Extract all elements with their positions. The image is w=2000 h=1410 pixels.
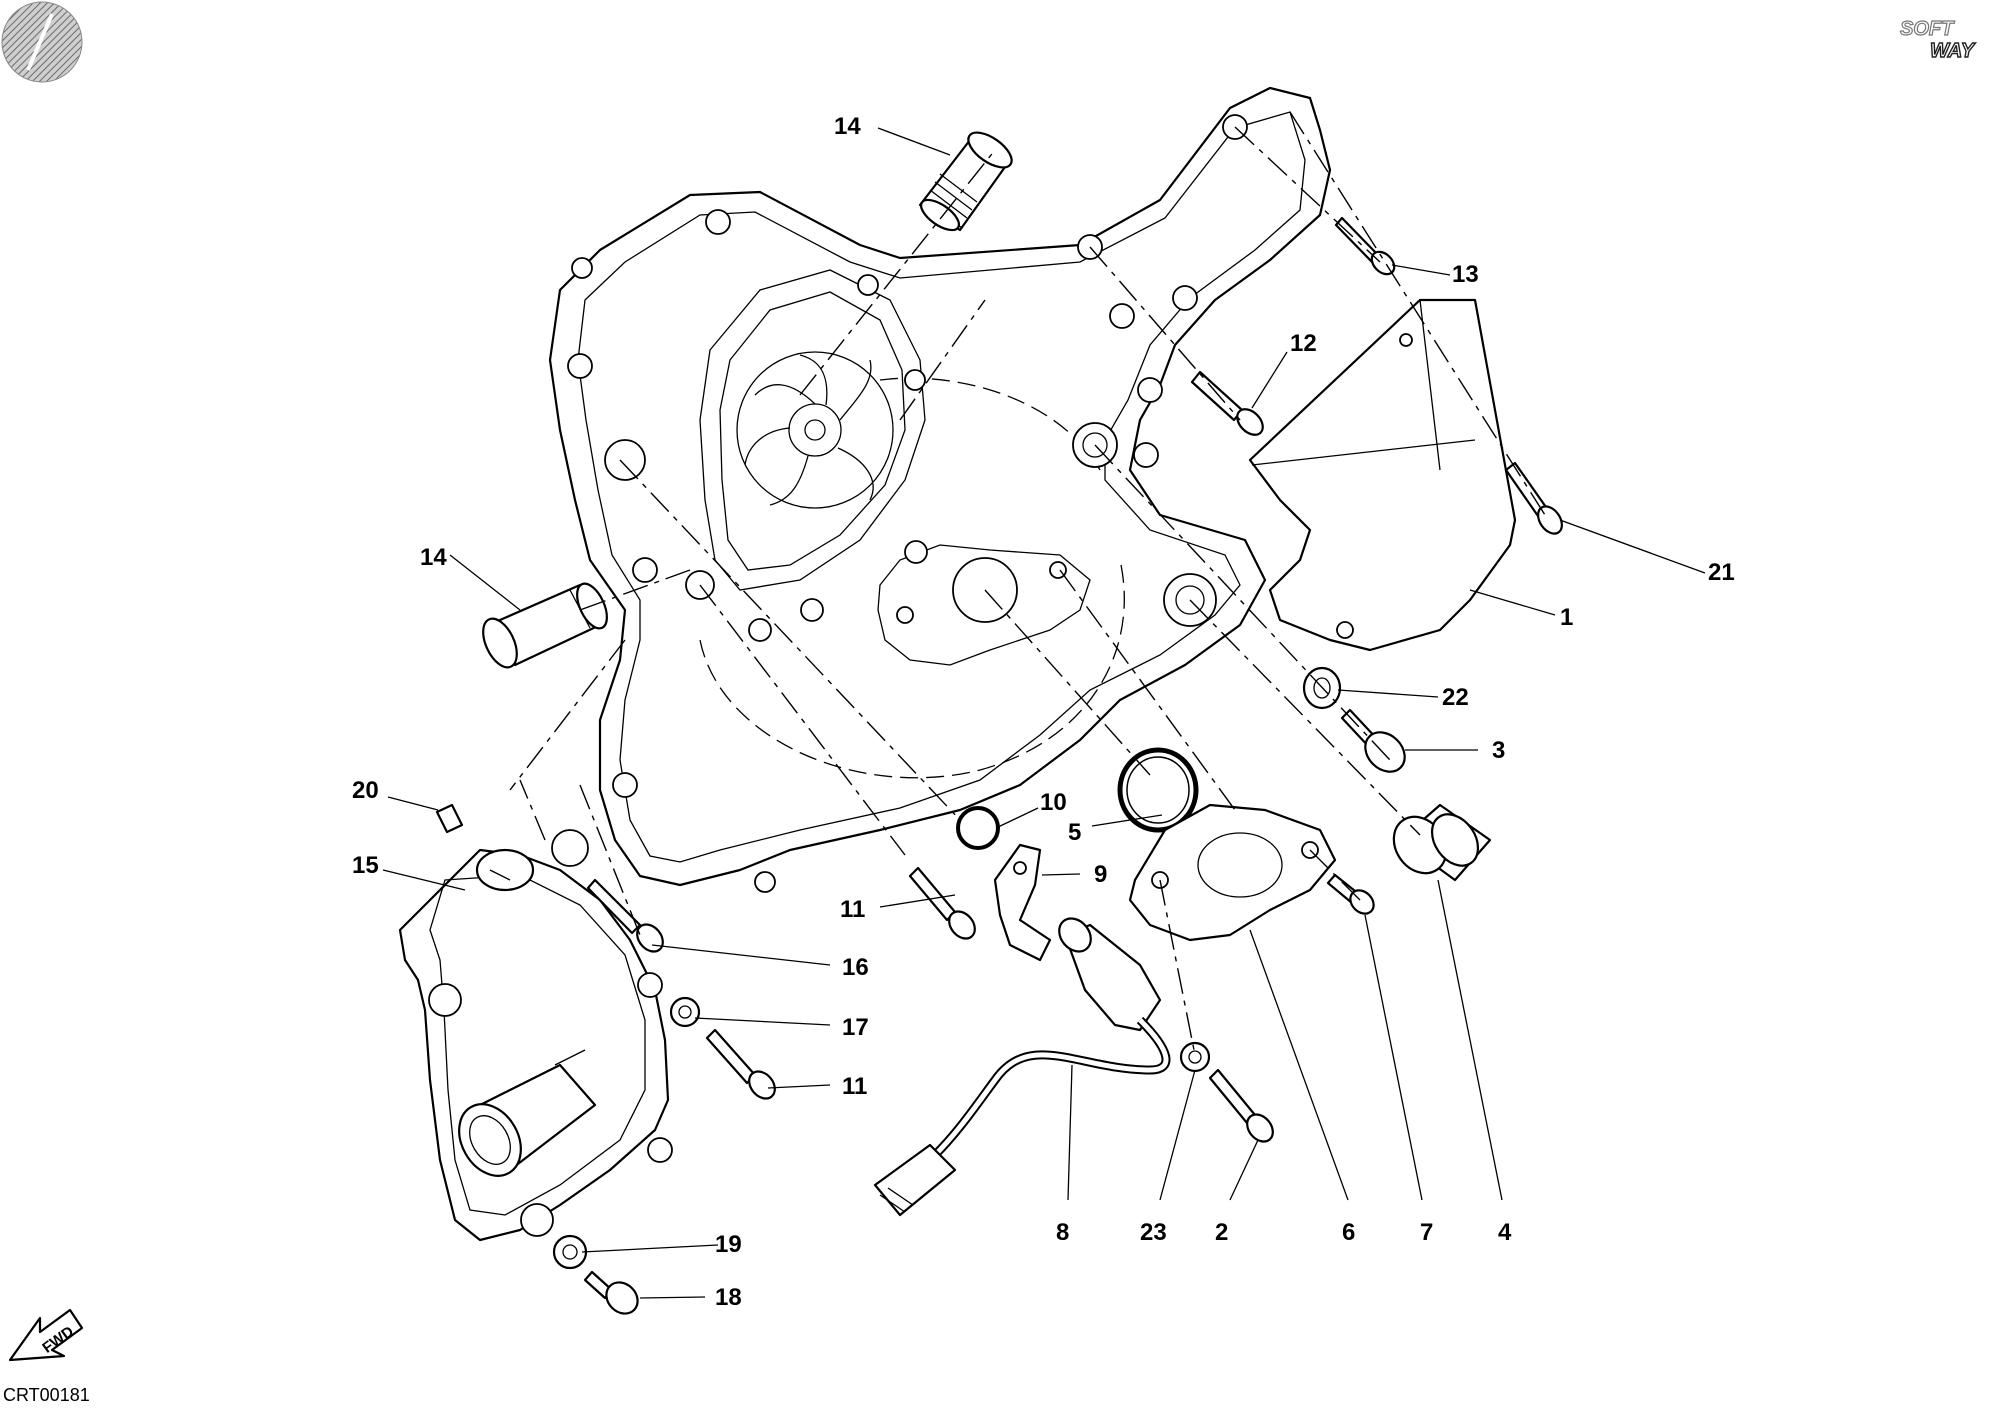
bolt-3 (1340, 708, 1406, 773)
callout-16: 16 (842, 954, 869, 981)
callout-4: 4 (1498, 1219, 1512, 1246)
washer-17 (669, 996, 701, 1028)
callout-2: 2 (1215, 1219, 1228, 1246)
callout-20: 20 (352, 777, 379, 804)
impeller (736, 351, 894, 509)
callout-14-top: 14 (834, 113, 861, 140)
callout-1: 1 (1560, 604, 1573, 631)
bolt-12 (1190, 370, 1264, 436)
fwd-arrow-icon: FWD (8, 1308, 84, 1362)
alignment-lines (489, 111, 1546, 1056)
callout-21: 21 (1708, 559, 1735, 586)
hose-fitting-top (918, 131, 1013, 232)
bolt-11-upper (908, 866, 976, 940)
callout-3: 3 (1492, 737, 1505, 764)
callout-18: 18 (715, 1284, 742, 1311)
manufacturer-badge-icon (1, 1, 83, 83)
callout-22: 22 (1442, 684, 1469, 711)
softway-logo: SOFT WAY (1898, 12, 1994, 63)
o-ring-5 (1117, 747, 1199, 833)
callout-10: 10 (1040, 789, 1067, 816)
callout-11-upper: 11 (840, 896, 865, 923)
callout-12: 12 (1290, 330, 1317, 357)
screw-7 (1326, 873, 1375, 915)
svg-text:WAY: WAY (1930, 40, 1976, 62)
callout-14-left: 14 (420, 544, 447, 571)
water-pump-cover (398, 829, 673, 1242)
callout-11-lower: 11 (842, 1073, 867, 1100)
leader-lines (382, 127, 1706, 1299)
callout-5: 5 (1068, 819, 1081, 846)
gasket-6 (1128, 803, 1337, 942)
callout-23: 23 (1140, 1219, 1167, 1246)
cover-bolt-holes (567, 114, 1248, 893)
callout-17: 17 (842, 1014, 869, 1041)
callout-labels: 1 2 3 4 5 6 7 8 9 10 11 11 12 13 14 14 1… (352, 113, 1735, 1311)
callout-13: 13 (1452, 261, 1479, 288)
sensor-8 (873, 917, 1171, 1217)
drawing-code: CRT00181 (3, 1385, 90, 1405)
callout-9: 9 (1094, 861, 1107, 888)
callout-7: 7 (1420, 1219, 1433, 1246)
bolt-16 (586, 878, 664, 953)
spacer-4 (1392, 803, 1492, 882)
bolt-11-lower (705, 1028, 776, 1100)
callout-15: 15 (352, 852, 379, 879)
callout-8: 8 (1056, 1219, 1069, 1246)
pin-20 (435, 803, 464, 834)
svg-text:SOFT: SOFT (1900, 18, 1955, 40)
washer-23 (1179, 1041, 1211, 1073)
callout-19: 19 (715, 1231, 742, 1258)
inspection-cover (1248, 298, 1517, 652)
bolt-2 (1208, 1068, 1274, 1143)
washer-19 (552, 1234, 588, 1270)
bolt-18 (583, 1270, 639, 1315)
clamp-9 (993, 843, 1052, 962)
hose-fitting-left (482, 582, 608, 669)
ring-10 (956, 806, 1000, 850)
callout-6: 6 (1342, 1219, 1355, 1246)
